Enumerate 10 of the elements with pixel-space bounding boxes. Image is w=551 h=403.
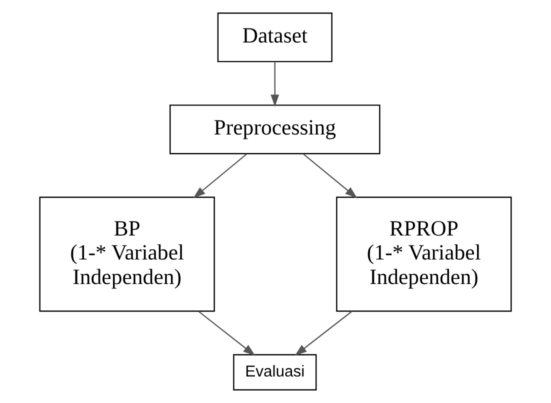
arrow bbox=[302, 153, 358, 198]
arrow bbox=[198, 310, 256, 356]
node-box: Preprocessing bbox=[169, 104, 380, 154]
node-box: Dataset bbox=[217, 12, 332, 62]
arrow bbox=[270, 62, 280, 107]
arrow bbox=[193, 153, 248, 198]
arrow bbox=[294, 310, 352, 356]
node-box: RPROP (1-* Variabel Independen) bbox=[336, 196, 512, 312]
node-box: BP (1-* Variabel Independen) bbox=[39, 196, 215, 312]
node-box: Evaluasi bbox=[233, 354, 317, 390]
